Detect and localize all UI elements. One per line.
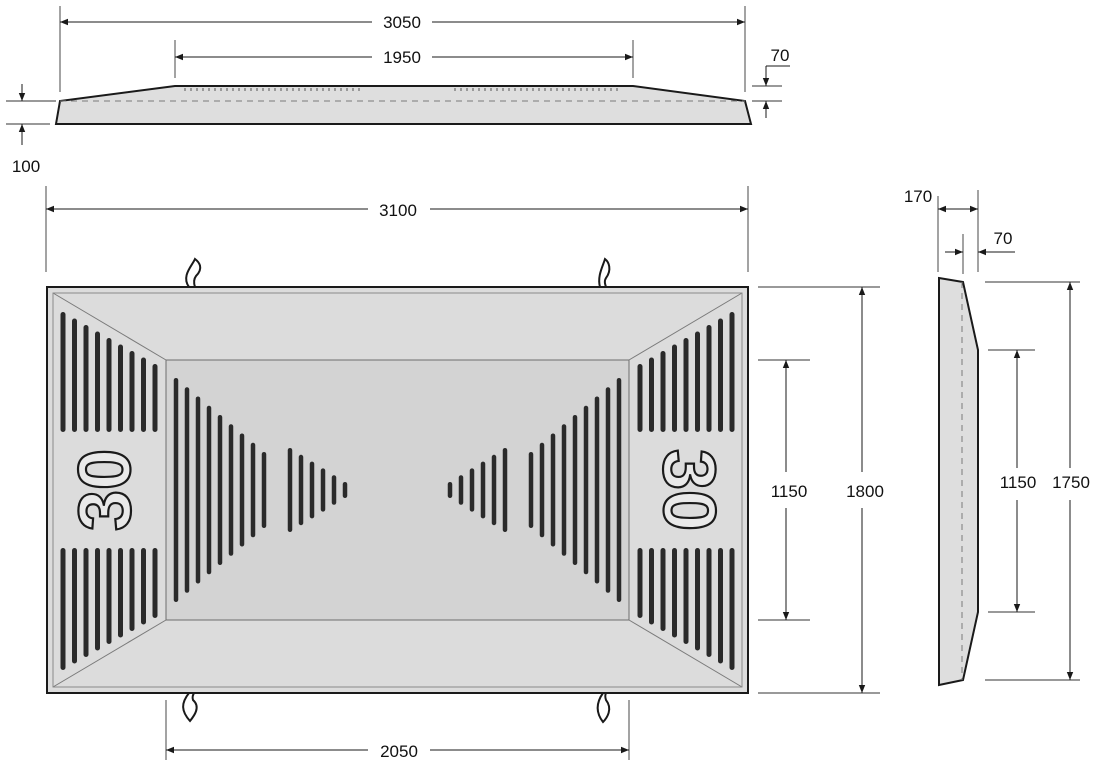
drainage-slot	[60, 312, 66, 432]
drainage-slot	[173, 378, 179, 602]
dim-label-100: 100	[12, 157, 40, 176]
drainage-slot	[261, 452, 267, 528]
drainage-slot	[469, 468, 475, 512]
drainage-slot	[480, 461, 486, 519]
drainage-slot	[309, 461, 315, 519]
drainage-slot	[447, 482, 453, 498]
profile-slot-marks	[184, 88, 618, 91]
dim-label-1150-plan: 1150	[771, 482, 808, 501]
drainage-slot	[695, 331, 700, 432]
dim-label-70-top: 70	[771, 46, 790, 65]
speed-number-right: 30	[647, 448, 732, 533]
profile-body	[54, 85, 753, 125]
drainage-slot	[217, 415, 223, 565]
drainage-slot	[583, 405, 589, 575]
drainage-slot	[649, 357, 654, 432]
drainage-slot	[660, 548, 666, 631]
drainage-slot	[683, 338, 689, 432]
drainage-slot	[491, 454, 497, 526]
drainage-slot	[298, 454, 304, 526]
svg-text:30: 30	[648, 449, 731, 531]
dim-label-70-side: 70	[994, 229, 1013, 248]
drainage-slot	[528, 452, 534, 528]
drainage-slot	[718, 318, 723, 432]
drainage-slot	[458, 475, 464, 505]
drainage-slots	[60, 312, 735, 670]
drainage-slot	[594, 396, 600, 584]
drainage-slot	[561, 424, 567, 556]
drainage-slot	[637, 548, 643, 618]
dim-label-1800: 1800	[846, 482, 884, 501]
drainage-slot	[118, 548, 123, 638]
drainage-slot	[649, 548, 654, 625]
lift-loop-bottom-left	[182, 692, 198, 723]
drainage-slot	[729, 548, 735, 670]
lift-loop-bottom-right	[596, 692, 611, 724]
svg-text:30: 30	[63, 449, 146, 531]
drainage-slot	[83, 325, 89, 432]
drainage-slot	[106, 548, 112, 644]
drainage-slot	[672, 344, 677, 432]
drainage-slot	[118, 344, 123, 432]
drainage-slot	[502, 448, 508, 532]
drainage-slot	[287, 448, 293, 532]
drainage-slot	[706, 548, 712, 657]
drainage-slot	[729, 312, 735, 432]
drainage-slot	[706, 325, 712, 432]
drainage-slot	[695, 548, 700, 651]
side-profile-body	[938, 276, 979, 687]
drainage-slot	[683, 548, 689, 644]
top-profile-view: 3050 1950 100 70	[6, 6, 790, 176]
drainage-slot	[331, 475, 337, 505]
drainage-slot	[152, 548, 158, 618]
drainage-slot	[129, 351, 135, 432]
drainage-slot	[83, 548, 89, 657]
drainage-slot	[250, 442, 256, 538]
drainage-slot	[106, 338, 112, 432]
drainage-slot	[141, 357, 146, 432]
drainage-slot	[718, 548, 723, 664]
drainage-slot	[184, 387, 190, 593]
drainage-slot	[152, 364, 158, 432]
drainage-slot	[95, 548, 100, 651]
drainage-slot	[72, 548, 77, 664]
lift-loop-top-left	[185, 257, 202, 288]
drainage-slot	[605, 387, 611, 593]
drainage-slot	[550, 433, 556, 547]
drainage-slot	[539, 442, 545, 538]
drainage-slot	[616, 378, 622, 602]
drainage-slot	[95, 331, 100, 432]
dim-label-2050: 2050	[380, 742, 418, 761]
drainage-slot	[195, 396, 201, 584]
inner-flat-surface	[165, 359, 630, 621]
drainage-slot	[72, 318, 77, 432]
dim-label-1950: 1950	[383, 48, 421, 67]
side-profile-view: 170 70 1750 1150	[904, 187, 1090, 687]
drainage-slot	[228, 424, 234, 556]
drainage-slot	[129, 548, 135, 631]
dim-label-1750: 1750	[1052, 473, 1090, 492]
drainage-slot	[660, 351, 666, 432]
dim-label-3050: 3050	[383, 13, 421, 32]
speed-number-left: 30	[62, 448, 147, 533]
lift-loop-top-right	[598, 257, 611, 288]
dim-label-1150-side: 1150	[1000, 473, 1037, 492]
drainage-slot	[60, 548, 66, 670]
drainage-slot	[206, 405, 212, 575]
drainage-slot	[637, 364, 643, 432]
drainage-slot	[572, 415, 578, 565]
drainage-slot	[239, 433, 245, 547]
drainage-slot	[342, 482, 348, 498]
plan-view: 30 30 3100 1800 1150 2050	[45, 186, 884, 761]
dim-label-170: 170	[904, 187, 932, 206]
drainage-slot	[320, 468, 326, 512]
drainage-slot	[672, 548, 677, 638]
drainage-slot	[141, 548, 146, 625]
dim-label-3100: 3100	[379, 201, 417, 220]
